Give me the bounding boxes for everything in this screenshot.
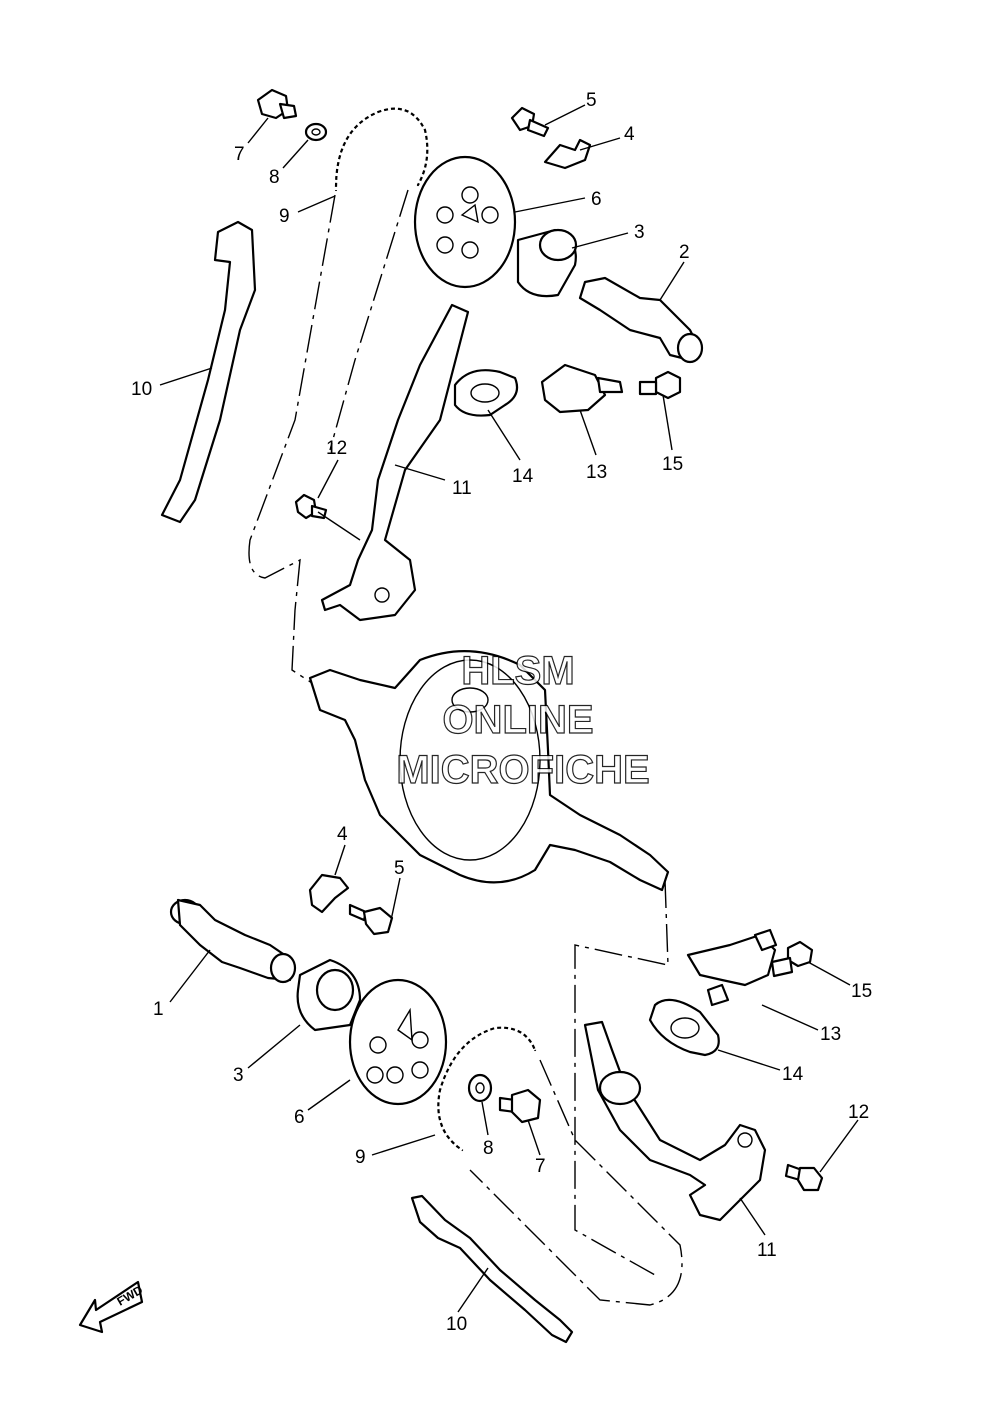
label-5-bottom: 5 (394, 858, 405, 879)
watermark-line-2: ONLINE (442, 698, 593, 742)
label-6-bottom: 6 (294, 1107, 305, 1128)
label-8-bottom: 8 (483, 1138, 494, 1159)
tensioner-assembly-13-bottom[interactable] (686, 928, 778, 1007)
watermark-line-3: MICROFICHE (396, 748, 649, 792)
chain-guide-10-top[interactable] (160, 220, 257, 524)
label-13-bottom: 13 (820, 1024, 841, 1045)
label-3-top: 3 (634, 222, 645, 243)
label-2: 2 (679, 242, 690, 263)
label-14-top: 14 (512, 466, 534, 487)
lock-plate-4-top[interactable] (543, 138, 592, 170)
bolt-7-top[interactable] (256, 88, 298, 120)
label-3-bottom: 3 (233, 1065, 244, 1086)
crankshaft[interactable] (308, 650, 670, 892)
part-number-labels: 7 8 9 5 4 6 3 2 10 12 11 14 13 15 4 5 1 … (131, 90, 872, 1335)
tensioner-assembly-13-top[interactable] (540, 363, 624, 414)
camshaft-2[interactable] (578, 276, 704, 364)
decomp-rotor-3-top[interactable] (516, 228, 578, 298)
screw-5-bottom[interactable] (348, 903, 394, 936)
watermark-line-1: HLSM (461, 649, 574, 693)
bolt-15-top[interactable] (638, 370, 682, 400)
label-9-bottom: 9 (355, 1147, 366, 1168)
label-13-top: 13 (586, 462, 607, 483)
label-4-bottom: 4 (337, 824, 348, 845)
washer-8-top[interactable] (304, 122, 328, 142)
label-12-top: 12 (326, 438, 347, 459)
label-9-top: 9 (279, 206, 290, 227)
leader-lines (159, 104, 859, 1313)
chain-tensioner-11-bottom[interactable] (583, 1020, 767, 1222)
label-6-top: 6 (591, 189, 602, 210)
label-4-top: 4 (624, 124, 635, 145)
label-8-top: 8 (269, 167, 280, 188)
lock-plate-4-bottom[interactable] (308, 873, 350, 914)
label-7-bottom: 7 (535, 1156, 546, 1177)
label-14-bottom: 14 (782, 1064, 804, 1085)
gasket-14-bottom[interactable] (648, 998, 720, 1057)
decomp-rotor-3-bottom[interactable] (296, 958, 362, 1032)
cam-chain-9-top[interactable] (334, 107, 429, 192)
washer-8-bottom[interactable] (467, 1073, 493, 1103)
chain-path-lines (248, 189, 683, 1306)
chain-tensioner-11-top[interactable] (320, 303, 470, 622)
label-11-bottom: 11 (757, 1240, 777, 1261)
screw-5-top[interactable] (510, 106, 550, 138)
bolt-12-bottom[interactable] (784, 1163, 824, 1192)
label-10-top: 10 (131, 379, 152, 400)
label-15-top: 15 (662, 454, 683, 475)
label-12-bottom: 12 (848, 1102, 869, 1123)
bolt-15-bottom[interactable] (770, 940, 814, 978)
label-11-top: 11 (452, 478, 472, 499)
label-7-top: 7 (234, 144, 245, 165)
label-5-top: 5 (586, 90, 597, 111)
bolt-7-bottom[interactable] (498, 1088, 542, 1124)
fwd-arrow-icon: FWD (78, 1280, 145, 1334)
gasket-14-top[interactable] (453, 369, 519, 417)
chain-guide-10-bottom[interactable] (410, 1194, 574, 1344)
camshaft-sprocket-6-bottom[interactable] (348, 978, 448, 1106)
watermark: HLSM ONLINE MICROFICHE (396, 648, 651, 792)
label-10-bottom: 10 (446, 1314, 467, 1335)
camshaft-sprocket-6-top[interactable] (413, 155, 517, 289)
label-15-bottom: 15 (851, 981, 872, 1002)
label-1: 1 (153, 999, 164, 1020)
camshaft-1[interactable] (169, 898, 297, 984)
